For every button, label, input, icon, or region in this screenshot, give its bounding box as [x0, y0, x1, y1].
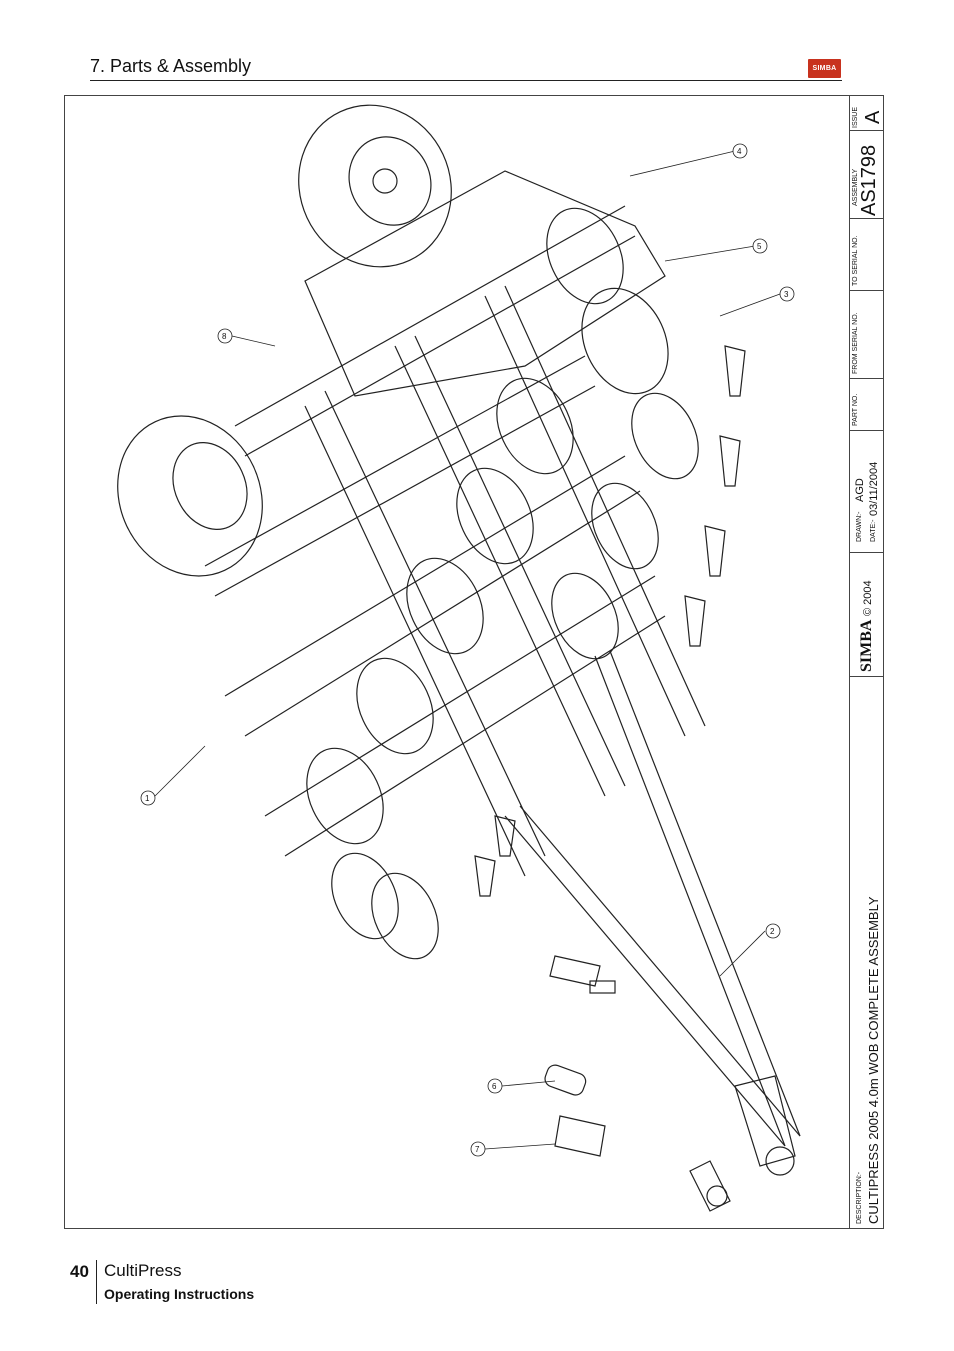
callout-4: 4 [737, 147, 742, 156]
to-serial-label: TO SERIAL NO. [852, 235, 859, 286]
drawn-label: DRAWN:- [856, 511, 863, 542]
assembly-number: AS1798 [858, 144, 880, 216]
hitch-eye-illustration [689, 1160, 731, 1212]
callout-8: 8 [222, 332, 227, 341]
issue-value: A [862, 110, 884, 124]
title-block: ISSUE A ASSEMBLY AS1798 TO SERIAL NO. FR… [849, 96, 884, 1228]
callout-7: 7 [475, 1145, 480, 1154]
main-frame-illustration [204, 170, 706, 877]
copyright: © 2004 [862, 580, 874, 616]
date-value: 03/11/2004 [868, 461, 880, 516]
assembly-drawing: 1 2 3 4 5 6 7 8 [117, 104, 801, 1212]
footer-divider [96, 1260, 97, 1304]
part-no-label: PART NO. [852, 393, 859, 426]
description-label: DESCRIPTION:- [856, 1171, 863, 1224]
plate-illustration [549, 955, 616, 994]
drawbar-illustration [504, 650, 801, 1176]
from-serial-label: FROM SERIAL NO. [852, 312, 859, 374]
callout-2: 2 [770, 927, 775, 936]
manual-illustration [554, 1115, 606, 1157]
section-title: 7. Parts & Assembly [90, 56, 252, 76]
drawing-frame [64, 95, 884, 1229]
simba-logo: SIMBA [808, 59, 841, 78]
callout-3: 3 [784, 290, 789, 299]
date-label: DATE:- [870, 519, 877, 542]
callout-1: 1 [145, 794, 150, 803]
pin-illustration [544, 1064, 587, 1096]
tine-illustrations [474, 345, 746, 897]
description-text: CULTIPRESS 2005 4.0m WOB COMPLETE ASSEMB… [866, 896, 881, 1224]
issue-label: ISSUE [852, 106, 859, 128]
page-number: 40 [70, 1262, 89, 1281]
callout-5: 5 [757, 242, 762, 251]
simba-brand-logo: SIMBA [858, 619, 875, 672]
drawn-value: AGD [854, 478, 866, 502]
callout-6: 6 [492, 1082, 497, 1091]
top-wheel-illustration [298, 104, 452, 268]
product-name: CultiPress [104, 1261, 182, 1280]
header-divider [90, 80, 842, 81]
document-subtitle: Operating Instructions [104, 1286, 255, 1302]
left-wheel-illustration [117, 415, 263, 577]
press-roller-illustrations [306, 207, 699, 960]
